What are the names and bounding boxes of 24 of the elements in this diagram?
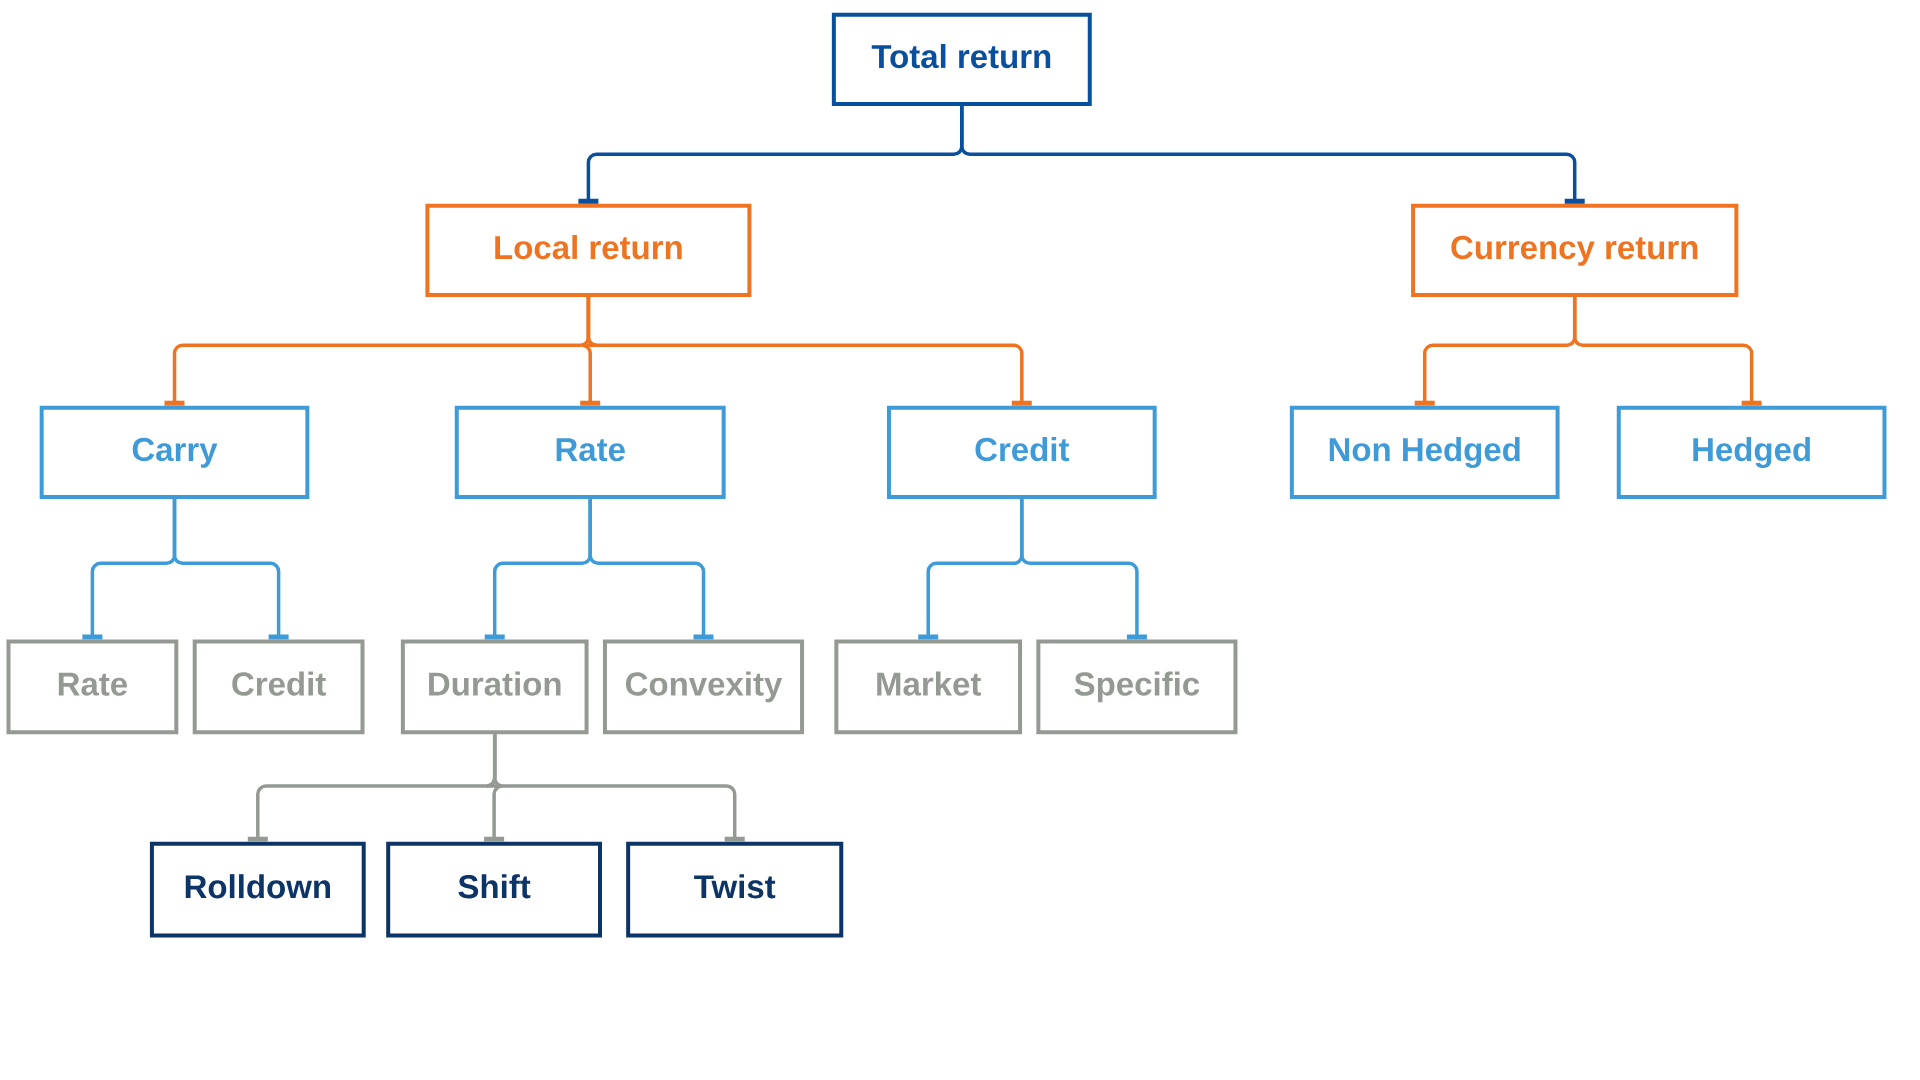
category-box: Specific: [1036, 639, 1238, 735]
connector: [1020, 499, 1147, 640]
category-box: Carry: [39, 405, 310, 500]
category-box: Convexity: [602, 639, 805, 735]
category-box: Duration: [400, 639, 589, 735]
category-box: Twist: [626, 841, 844, 938]
category-box: Non Hedged: [1289, 405, 1560, 500]
category-box: Total return: [831, 12, 1092, 107]
connector: [172, 499, 289, 640]
connector: [586, 297, 1032, 406]
category-box: Market: [834, 639, 1023, 735]
category-box: Rate: [454, 405, 726, 500]
category-box: Rate: [6, 639, 179, 735]
connector: [960, 106, 1585, 204]
category-box: Currency return: [1411, 203, 1739, 298]
category-box: Credit: [886, 405, 1157, 500]
connector: [1572, 297, 1762, 406]
connector: [492, 734, 745, 842]
category-box: Rolldown: [149, 841, 366, 938]
category-box: Credit: [192, 639, 365, 735]
category-box: Hedged: [1616, 405, 1887, 500]
category-box: Shift: [386, 841, 602, 938]
category-box: Local return: [425, 203, 752, 298]
connector: [588, 499, 714, 640]
